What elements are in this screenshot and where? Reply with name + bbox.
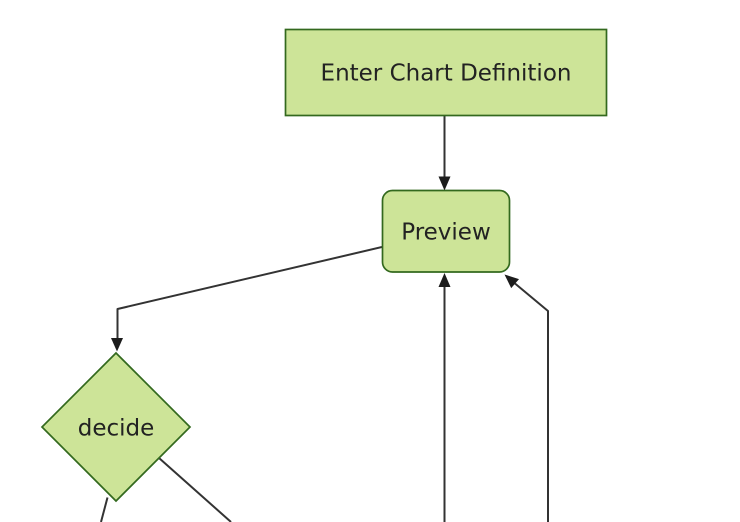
edge-layer xyxy=(100,116,549,522)
node-enter-chart-definition: Enter Chart Definition xyxy=(284,28,608,117)
edge-return-to-preview-corner xyxy=(514,282,549,522)
node-preview-shape xyxy=(381,189,511,273)
node-enter-chart-definition-label: Enter Chart Definition xyxy=(321,61,572,87)
arrowhead-into-decide-top xyxy=(111,338,123,352)
node-decide: decide xyxy=(40,351,192,503)
node-enter-chart-definition-shape xyxy=(284,28,608,117)
node-preview: Preview xyxy=(381,189,511,273)
arrowhead-into-preview-corner xyxy=(504,274,519,289)
node-decide-shape xyxy=(40,351,192,503)
arrowhead-into-preview-bottom xyxy=(438,273,451,287)
node-decide-label: decide xyxy=(78,416,155,442)
arrowhead-into-preview-top xyxy=(438,176,451,191)
edge-preview-to-decide xyxy=(116,246,383,339)
edge-decide-out-bottom-left xyxy=(100,497,109,522)
edge-decide-out-bottom-right xyxy=(158,457,232,522)
node-preview-label: Preview xyxy=(401,220,491,246)
